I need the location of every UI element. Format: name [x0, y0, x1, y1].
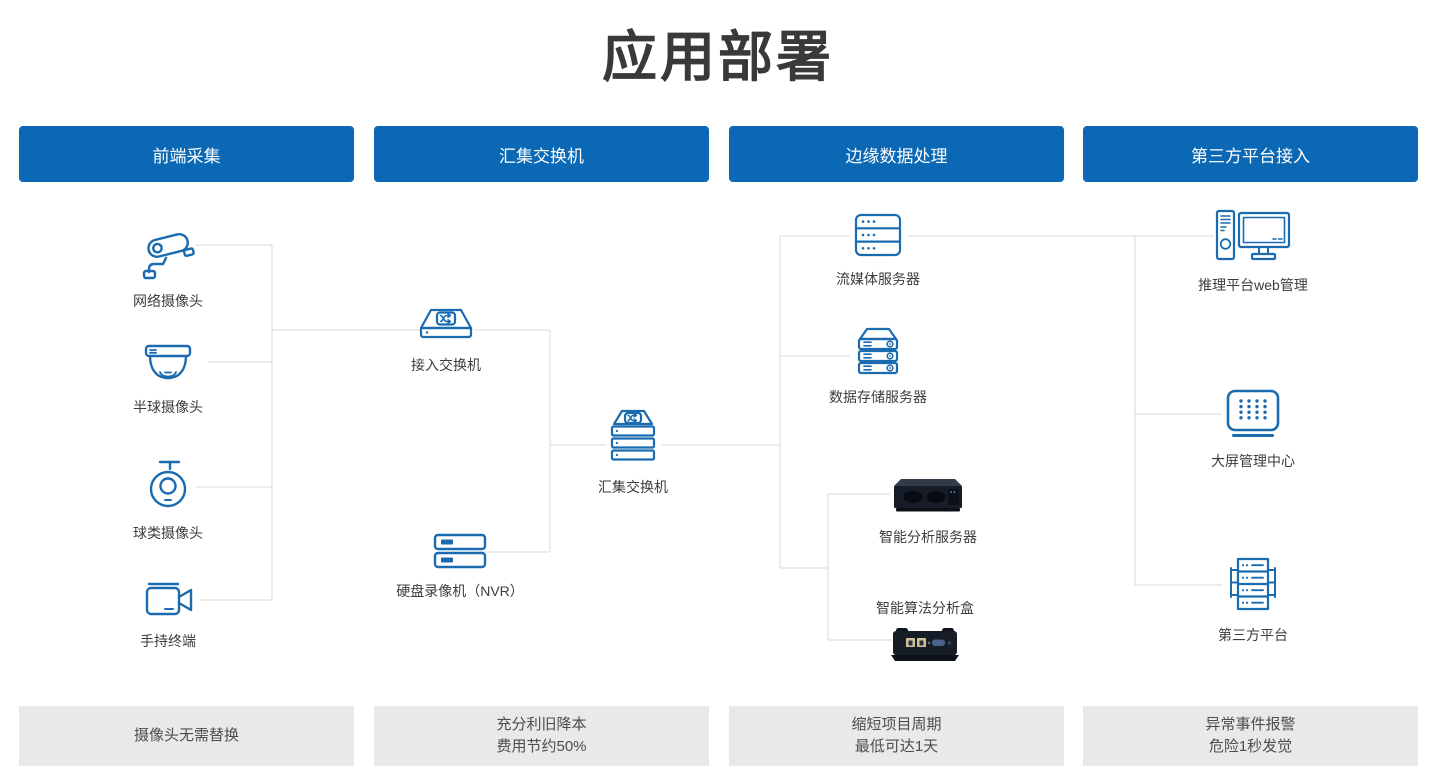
access-switch-icon — [414, 306, 478, 349]
benefit-line: 危险1秒发觉 — [1208, 738, 1293, 755]
benefit-line: 摄像头无需替换 — [133, 727, 239, 744]
connector-switch-stage — [474, 329, 780, 553]
stage-header-frontend: 前端采集 — [19, 126, 354, 182]
desktop-pc-icon — [1214, 208, 1292, 269]
node-handheld-terminal: 手持终端 — [98, 580, 238, 651]
node-label: 第三方平台 — [1218, 627, 1288, 643]
dome-camera-icon — [139, 342, 197, 391]
connector-frontend — [196, 244, 420, 601]
rack-server-image — [891, 474, 965, 521]
server-rack-icon — [1222, 556, 1284, 619]
stage-header-label: 边缘数据处理 — [845, 146, 948, 166]
node-label: 推理平台web管理 — [1198, 277, 1308, 293]
connector-edge-stage — [779, 235, 1214, 641]
node-analysis-box: 智能算法分析盒 — [855, 598, 995, 668]
node-analysis-server: 智能分析服务器 — [858, 474, 998, 547]
node-label: 网络摄像头 — [133, 293, 203, 309]
node-streaming-server: 流媒体服务器 — [808, 212, 948, 289]
node-storage-server: 数据存储服务器 — [808, 326, 948, 407]
node-label: 硬盘录像机（NVR） — [396, 583, 524, 599]
node-third-party: 第三方平台 — [1183, 556, 1323, 645]
streaming-server-icon — [851, 212, 905, 263]
node-network-camera: 网络摄像头 — [98, 228, 238, 311]
benefit-box-frontend: 摄像头无需替换 — [19, 706, 354, 766]
connector-thirdparty-stage — [1134, 236, 1222, 586]
storage-server-icon — [850, 326, 906, 381]
benefit-box-edge: 缩短项目周期 最低可达1天 — [729, 706, 1064, 766]
stage-header-label: 汇集交换机 — [499, 146, 584, 166]
benefit-line: 异常事件报警 — [1205, 716, 1296, 733]
node-big-screen: 大屏管理中心 — [1183, 388, 1323, 471]
node-nvr: 硬盘录像机（NVR） — [390, 532, 530, 601]
benefit-box-switch: 充分利旧降本 费用节约50% — [374, 706, 709, 766]
benefit-line: 费用节约50% — [496, 738, 587, 755]
node-label: 汇集交换机 — [598, 479, 668, 495]
node-label: 智能分析服务器 — [879, 529, 977, 545]
node-label: 智能算法分析盒 — [876, 600, 974, 616]
aggregation-switch-icon — [603, 408, 663, 471]
node-dome-camera: 半球摄像头 — [98, 342, 238, 417]
node-label: 手持终端 — [140, 633, 196, 649]
stage-header-label: 前端采集 — [152, 146, 221, 166]
node-label: 流媒体服务器 — [836, 271, 920, 287]
led-screen-icon — [1223, 388, 1283, 445]
node-label: 球类摄像头 — [133, 525, 203, 541]
benefit-box-thirdparty: 异常事件报警 危险1秒发觉 — [1083, 706, 1418, 766]
benefit-line: 缩短项目周期 — [851, 716, 942, 733]
stage-header-edge: 边缘数据处理 — [729, 126, 1064, 182]
stage-header-thirdparty: 第三方平台接入 — [1083, 126, 1418, 182]
node-access-switch: 接入交换机 — [376, 306, 516, 375]
ptz-camera-icon — [143, 458, 193, 517]
benefit-line: 充分利旧降本 — [496, 716, 587, 733]
page-title: 应用部署 — [601, 26, 834, 88]
node-label: 半球摄像头 — [133, 399, 203, 415]
stage-header-switch: 汇集交换机 — [374, 126, 709, 182]
edge-box-image — [889, 623, 961, 668]
nvr-icon — [431, 532, 489, 575]
node-inference-web: 推理平台web管理 — [1183, 208, 1323, 295]
bullet-camera-icon — [137, 228, 199, 285]
benefit-line: 最低可达1天 — [854, 738, 939, 755]
node-label: 大屏管理中心 — [1211, 453, 1295, 469]
node-ball-camera: 球类摄像头 — [98, 458, 238, 543]
camcorder-icon — [140, 580, 196, 625]
node-label: 数据存储服务器 — [829, 389, 927, 405]
node-aggregation-switch: 汇集交换机 — [563, 408, 703, 497]
stage-header-label: 第三方平台接入 — [1191, 146, 1310, 166]
node-label: 接入交换机 — [411, 357, 481, 373]
